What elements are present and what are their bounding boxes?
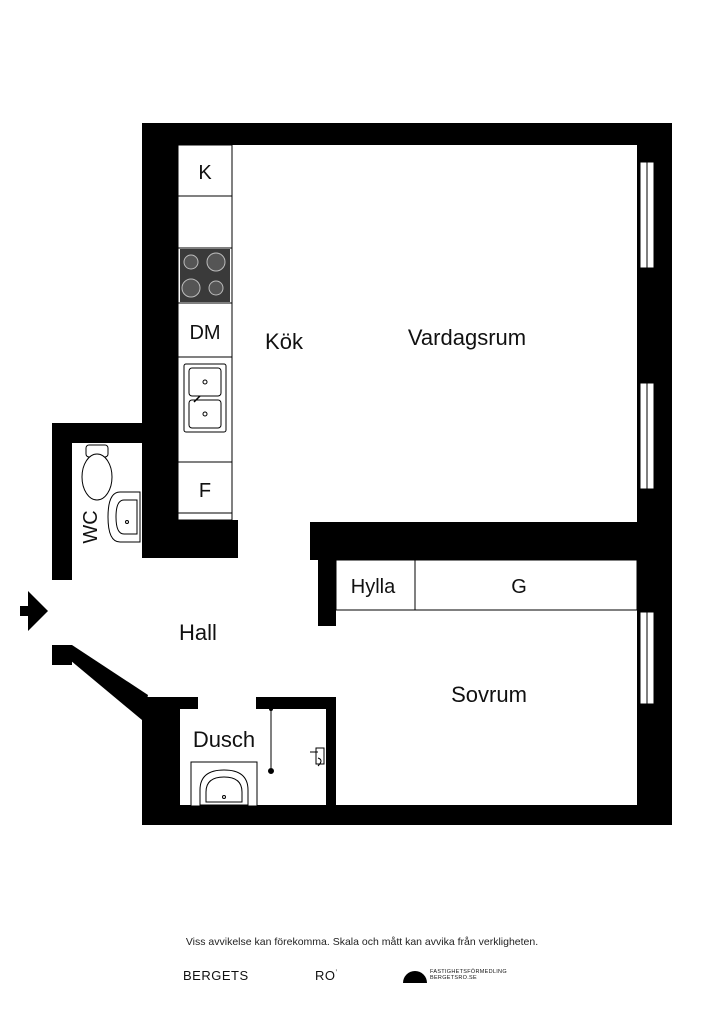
agency-line-1: FASTIGHETSFÖRMEDLING: [430, 969, 507, 975]
walls: [52, 123, 672, 825]
floor-plan: K DM F Kök Vardagsrum Hylla G Hall Sovru…: [20, 123, 672, 825]
agency-line-2: BERGETSRO.SE: [430, 975, 477, 981]
arrow-right-icon: [20, 591, 48, 631]
toilet-icon: [81, 444, 113, 501]
room-label-sovrum: Sovrum: [451, 682, 527, 707]
brand-logo-mid-text: RO: [315, 968, 336, 983]
disclaimer-text: Viss avvikelse kan förekomma. Skala och …: [185, 936, 539, 948]
closet: [335, 559, 638, 611]
room-label-wc: WC: [80, 510, 102, 543]
room-label-g: G: [511, 576, 527, 598]
shower-icon: [268, 707, 325, 774]
room-label-hylla: Hylla: [351, 576, 396, 598]
washbasin-icon: [107, 491, 141, 543]
brand-logo-left: BERGETS: [183, 968, 249, 983]
fixture-label-f: F: [199, 480, 211, 502]
brand-logo-mid: RO’: [315, 968, 338, 983]
agency-logo: FASTIGHETSFÖRMEDLING BERGETSRO.SE: [402, 967, 532, 985]
room-label-kok: Kök: [265, 329, 304, 354]
windows: [639, 161, 655, 705]
fixture-label-k: K: [198, 162, 212, 184]
room-label-dusch: Dusch: [193, 727, 255, 752]
washbasin-icon: [190, 761, 258, 807]
room-label-vardagsrum: Vardagsrum: [408, 325, 526, 350]
double-sink-icon: [183, 363, 227, 433]
kitchen-counter: [177, 144, 233, 521]
dome-icon: [403, 971, 427, 983]
fixture-label-dm: DM: [189, 322, 220, 344]
room-label-hall: Hall: [179, 620, 217, 645]
stove-icon: [180, 249, 230, 302]
